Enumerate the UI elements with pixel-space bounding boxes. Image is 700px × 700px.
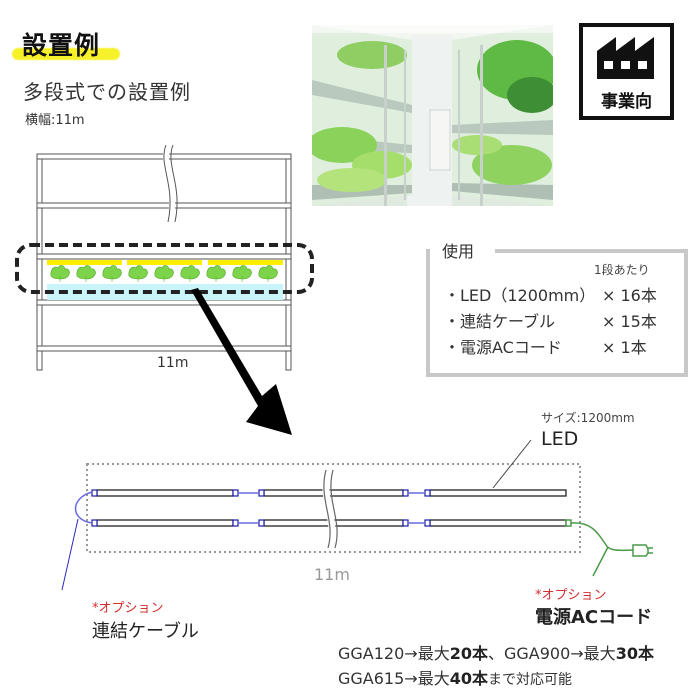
note1-bold-b: 30本 [615, 644, 654, 663]
note1-part-b: 、GGA900→最大 [487, 644, 616, 663]
usage-qty-ac-cord: × 1本 [602, 338, 647, 357]
title-highlight [12, 48, 120, 60]
tier-highlight-dashed [15, 243, 314, 294]
badge-label: 事業向 [601, 92, 652, 112]
business-use-badge: 事業向 [579, 23, 674, 120]
note1-bold-a: 20本 [449, 644, 488, 663]
power-cord [565, 519, 653, 577]
note1-part-a: GGA120→最大 [338, 644, 450, 663]
lettuce-plants [50, 265, 278, 282]
farm-photo-illustration [312, 25, 553, 206]
ac-cord-option-tag: *オプション [535, 588, 607, 603]
link-cable-leader [61, 518, 79, 591]
shelf-led-strips [47, 260, 283, 265]
led-size-label: サイズ:1200mm [541, 411, 635, 425]
page-title: 設置例 [22, 31, 101, 60]
width-label: 横幅:11m [25, 113, 85, 128]
usage-per-tier: 1段あたり [594, 263, 650, 277]
note2-part-b: まで対応可能 [487, 672, 572, 688]
usage-box [426, 249, 688, 377]
page-subtitle: 多段式での設置例 [23, 80, 191, 104]
usage-item-ac-cord: ・電源ACコード [444, 338, 562, 357]
capacity-note-2: GGA615→最大40本まで対応可能 [338, 665, 572, 689]
note2-part-a: GGA615→最大 [338, 669, 450, 688]
usage-title: 使用 [440, 238, 477, 262]
wiring-length-label: 11m [314, 565, 350, 584]
link-cable-label: 連結ケーブル [92, 621, 199, 642]
usage-qty-link-cable: × 15本 [602, 312, 657, 331]
length-box-dotted [86, 463, 581, 553]
usage-item-led: ・LED（1200mm） [444, 286, 596, 305]
usage-qty-led: × 16本 [602, 286, 657, 305]
link-cables [74, 491, 425, 524]
zoom-arrow-icon [191, 288, 292, 435]
factory-icon [597, 37, 654, 79]
led-leader [492, 439, 532, 489]
link-cable-option-tag: *オプション [92, 601, 164, 616]
note2-bold-a: 40本 [449, 669, 488, 688]
capacity-note-1: GGA120→最大20本、GGA900→最大30本 [338, 640, 654, 664]
shelf-width-label: 11m [157, 355, 189, 371]
usage-box-topline [495, 249, 688, 253]
usage-item-link-cable: ・連結ケーブル [444, 312, 556, 331]
led-label: LED [541, 428, 579, 450]
vertical-farm-photo [312, 25, 553, 206]
ac-cord-label: 電源ACコード [535, 607, 653, 628]
